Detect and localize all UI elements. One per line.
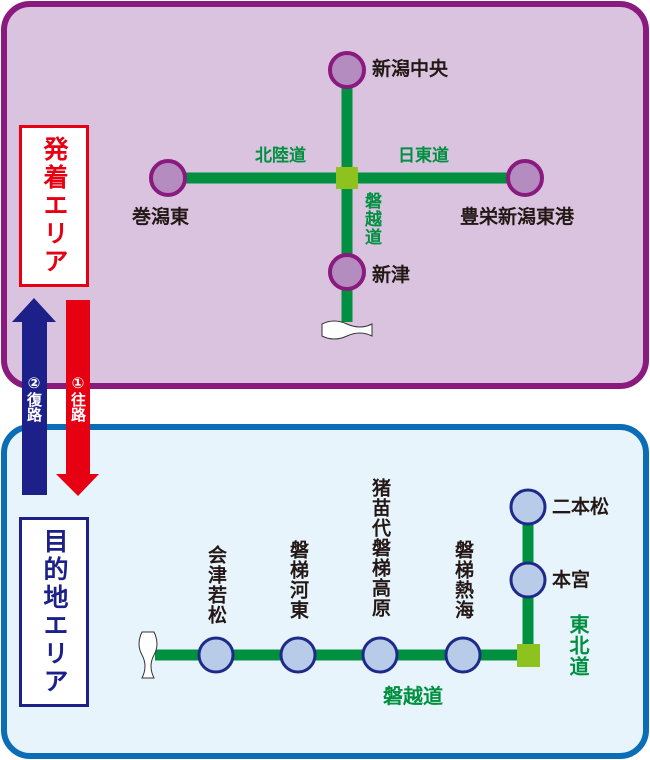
station-label: 新津 <box>372 264 411 286</box>
destination-area-label: 目的地エリア <box>19 517 89 707</box>
station-bandai-kawahigashi <box>279 636 317 674</box>
departure-area-panel <box>1 1 649 389</box>
destination-area-panel <box>1 424 649 759</box>
station-label: 二本松 <box>552 496 610 518</box>
station-label: 巻潟東 <box>132 206 190 228</box>
line-continues-icon <box>321 320 373 340</box>
route-label: 日東道 <box>398 146 449 166</box>
station-motomiya <box>509 561 547 599</box>
station-aizuwakamatsu <box>197 636 235 674</box>
station-label: 猪苗代磐梯高原 <box>369 478 391 618</box>
junction-marker <box>517 644 540 667</box>
route-label: 磐越道 <box>361 192 381 246</box>
departure-area-label: 発着エリア <box>19 125 89 287</box>
station-bandai-atami <box>444 636 482 674</box>
route-label: 北陸道 <box>255 146 306 166</box>
station-label: 豊栄新潟東港 <box>460 206 575 228</box>
outbound-label: ①往路 <box>69 374 87 422</box>
station-inawashiro <box>361 636 399 674</box>
station-toyosaka <box>506 159 544 197</box>
station-label: 本宮 <box>552 569 591 591</box>
station-niigata-chuo <box>328 51 366 89</box>
junction-marker <box>336 167 358 189</box>
return-label: ②復路 <box>25 374 43 422</box>
station-label: 磐梯熱海 <box>452 540 474 620</box>
station-niitsu <box>328 253 366 291</box>
outbound-arrow <box>56 300 99 496</box>
route-label: 磐越道 <box>383 684 443 708</box>
destination-area-title: 目的地エリア <box>40 528 69 696</box>
station-label: 新潟中央 <box>372 58 449 80</box>
station-nihonmatsu <box>509 488 547 526</box>
line-continues-icon <box>138 631 158 679</box>
departure-area-title: 発着エリア <box>40 136 69 276</box>
route-label: 東北道 <box>566 614 590 677</box>
station-label: 会津若松 <box>205 545 227 625</box>
station-makishiogata-higashi <box>149 159 187 197</box>
station-label: 磐梯河東 <box>287 540 309 620</box>
return-arrow <box>12 298 56 495</box>
